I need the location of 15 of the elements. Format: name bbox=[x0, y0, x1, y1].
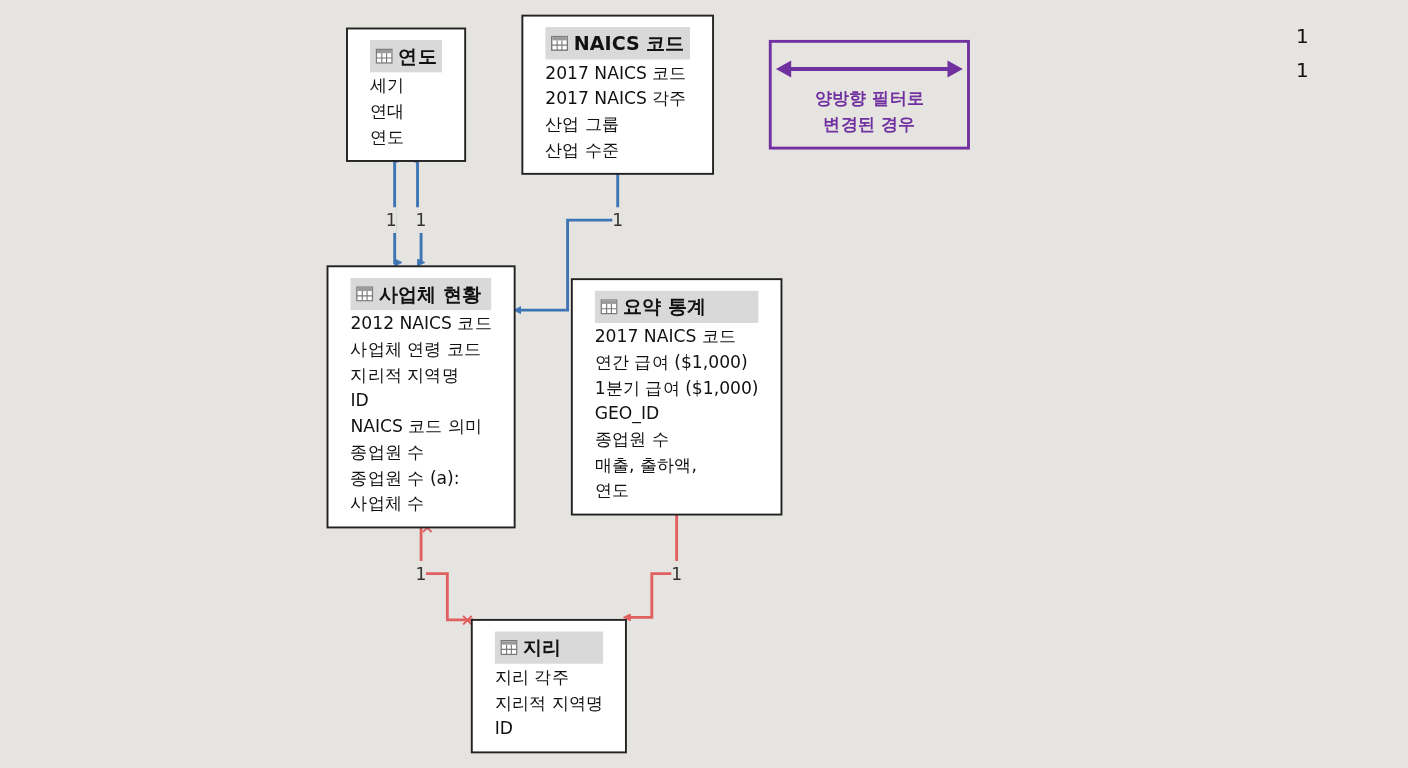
edge-label: 1 bbox=[415, 563, 427, 584]
node-box: 지리 지리 각주 지리적 지역명 ID bbox=[470, 618, 627, 754]
node-box: 요약 통계 2017 NAICS 코드 연간 급여 ($1,000) 1분기 급여 ($1,000) GEO_ID 종업원 수 매출, 출하액, 연도 bbox=[570, 278, 783, 516]
connector bbox=[415, 526, 474, 626]
node-box: 사업체 현황 2012 NAICS 코드 사업체 연령 코드 지리적 지역명 ID NAICS 코드 의미 종업원 수 종업원 수 (a): 사업체 수 bbox=[326, 265, 516, 529]
edge-label: 1 bbox=[671, 563, 683, 584]
edge-label: 1 bbox=[415, 210, 427, 231]
edge-label: 1 bbox=[385, 210, 397, 231]
arrow bbox=[622, 513, 679, 622]
node-box: 양방향 필터로 변경된 경우 bbox=[768, 39, 970, 150]
edge-label: 1 bbox=[612, 210, 624, 231]
cardinality-label: 1 bbox=[1296, 58, 1309, 82]
node-box: 연도 세기 연대 연도 bbox=[346, 27, 467, 162]
cardinality-label: 1 bbox=[1296, 24, 1309, 48]
node-box: NAICS 코드 2017 NAICS 코드 2017 NAICS 각주 산업 그룹 산업 수준 bbox=[521, 14, 714, 175]
